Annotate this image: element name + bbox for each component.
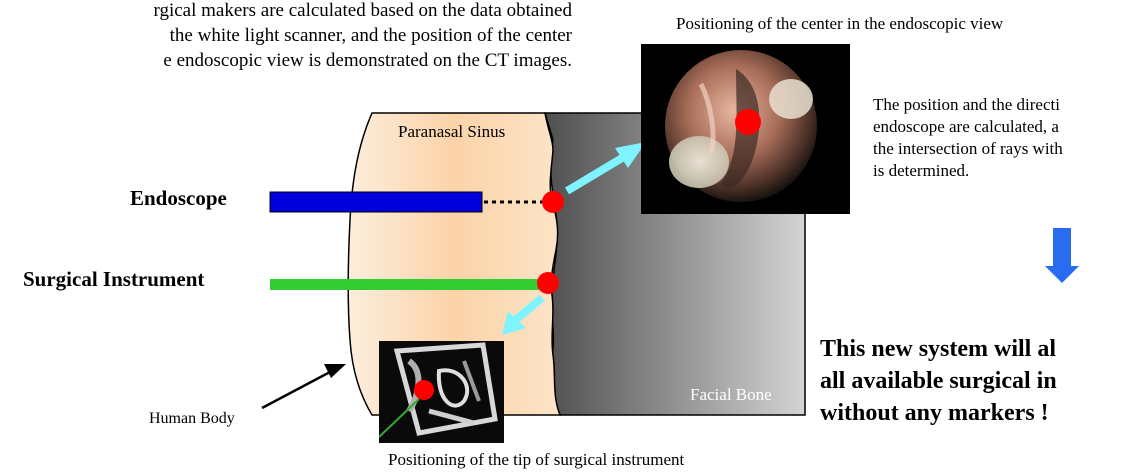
ct-caption: Positioning of the tip of surgical instr… xyxy=(388,450,684,470)
human-body-pointer xyxy=(262,372,330,408)
pointer-head xyxy=(324,364,346,378)
surgical-instrument-label: Surgical Instrument xyxy=(23,267,204,292)
desc-line-2: endoscope are calculated, a xyxy=(873,116,1063,138)
endoscopic-view-image xyxy=(641,44,850,214)
ct-tip-marker xyxy=(414,380,434,400)
conclusion-line-1: This new system will al xyxy=(820,333,1057,365)
conclusion-line-3: without any markers ! xyxy=(820,397,1057,429)
endoscopic-center-marker xyxy=(735,109,761,135)
human-body-label: Human Body xyxy=(149,410,235,428)
instrument-bar xyxy=(270,279,546,290)
calculation-description: The position and the directi endoscope a… xyxy=(873,94,1063,182)
desc-line-1: The position and the directi xyxy=(873,94,1063,116)
endoscope-bar xyxy=(270,192,482,212)
conclusion-line-2: all available surgical in xyxy=(820,365,1057,397)
endoscopic-view-graphic xyxy=(641,44,850,214)
blue-arrow-head xyxy=(1045,266,1079,283)
blue-arrow-shaft xyxy=(1053,228,1071,268)
conclusion-text: This new system will al all available su… xyxy=(820,333,1057,429)
bone-label: Facial Bone xyxy=(690,385,772,405)
desc-line-4: is determined. xyxy=(873,160,1063,182)
instrument-marker xyxy=(537,272,559,294)
desc-line-3: the intersection of rays with xyxy=(873,138,1063,160)
sinus-label: Paranasal Sinus xyxy=(398,122,505,142)
endoscope-label: Endoscope xyxy=(130,186,227,211)
endoscope-marker xyxy=(542,191,564,213)
ct-image xyxy=(379,341,504,443)
ct-image-graphic xyxy=(379,341,504,443)
